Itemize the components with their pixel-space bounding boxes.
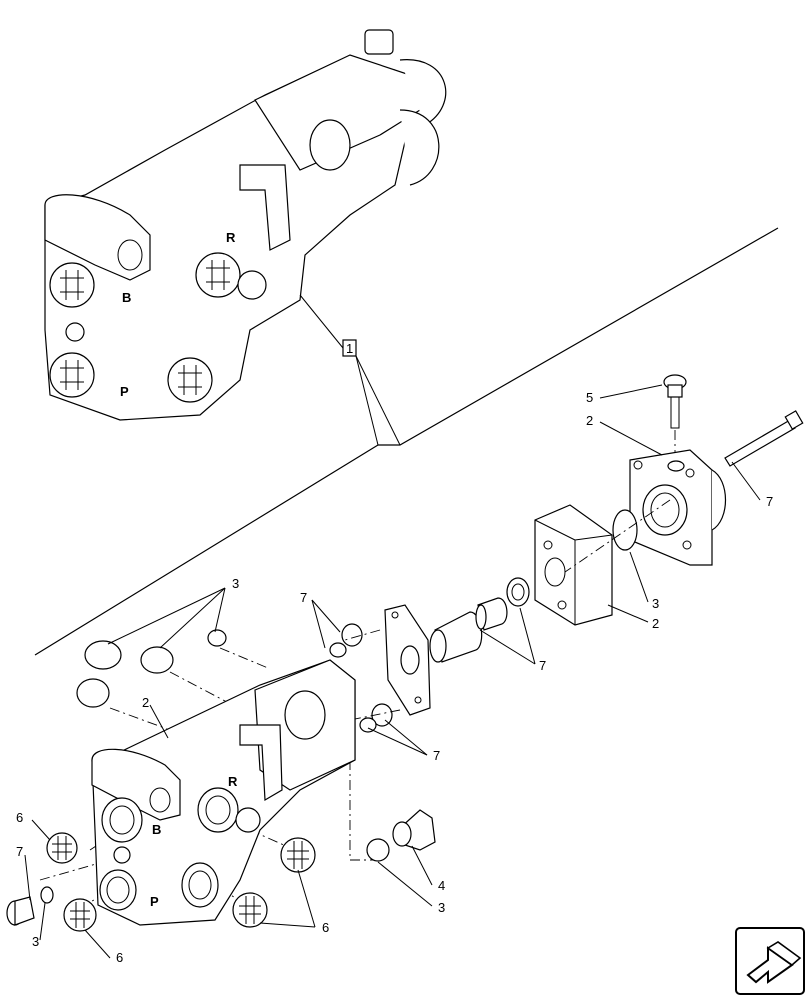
port-letter-b-exploded: B [152,822,161,837]
port-fitting-r-upper [195,252,241,298]
washer-upper-part-7 [341,623,363,647]
callout-3-o-rings: 3 [232,576,239,591]
piston-parts-7 [429,597,508,663]
callout-7-long-bolt: 7 [766,494,773,509]
callout-6-right: 6 [322,920,329,935]
o-ring-part-3-d [76,678,110,708]
small-plug-part-7 [6,896,35,926]
o-ring-part-3-b [140,646,174,674]
callout-2-flange: 2 [586,413,593,428]
callout-1: 1 [346,341,353,356]
gasket-plate [384,604,431,716]
port-letter-p-exploded: P [150,894,159,909]
leader-lines [24,384,761,959]
plug-fitting-part-6-a [46,832,78,864]
next-page-arrow-icon[interactable] [735,927,805,995]
callout-3-small-ring: 3 [32,934,39,949]
port-r-opening [197,787,239,833]
port-letter-b: B [122,290,131,305]
port-letter-r: R [226,230,236,245]
plug-fitting-part-6-b [63,898,97,932]
section-divider-lower [34,444,379,656]
port-letter-r-exploded: R [228,774,238,789]
port-letter-p: P [120,384,129,399]
plug-part-4 [392,809,436,851]
callout-7-small-plug: 7 [16,844,23,859]
callout-4: 4 [438,878,445,893]
o-ring-part-3-right [612,509,638,551]
port-fitting-b-upper [49,262,95,308]
washer-part-7 [506,577,530,607]
callout-7-washer-upper: 7 [300,590,307,605]
long-bolt-part-7 [724,410,804,467]
callout-7-piston: 7 [539,658,546,673]
washer-lower-part-7 [371,703,393,727]
port-b-opening [101,797,143,843]
o-ring-part-3-a [84,640,122,670]
callout-3-lower-right: 3 [438,900,445,915]
callout-6-upper-left: 6 [16,810,23,825]
section-divider-upper [378,227,779,446]
spacer-block-part-2 [534,504,613,626]
o-ring-part-3-c [207,629,227,647]
o-ring-part-3-lower-right [366,838,390,862]
bolt-part-5 [663,374,687,429]
o-ring-part-3-small [40,886,54,904]
callout-5: 5 [586,390,593,405]
callout-7-washer-lower: 7 [433,748,440,763]
assembled-valve-body: B R P [44,29,447,421]
plug-fitting-part-6-d [232,892,268,928]
callout-2-body: 2 [142,695,149,710]
port-fitting-lower-right [167,357,213,403]
flange-part-2 [629,449,727,566]
port-p-opening [99,869,137,911]
callout-6-lower-left: 6 [116,950,123,965]
callout-3-right: 3 [652,596,659,611]
callout-2-spacer: 2 [652,616,659,631]
plug-fitting-part-6-c [280,837,316,873]
port-fitting-p-lower [49,352,95,398]
exploded-valve-body: B R P [91,659,356,926]
